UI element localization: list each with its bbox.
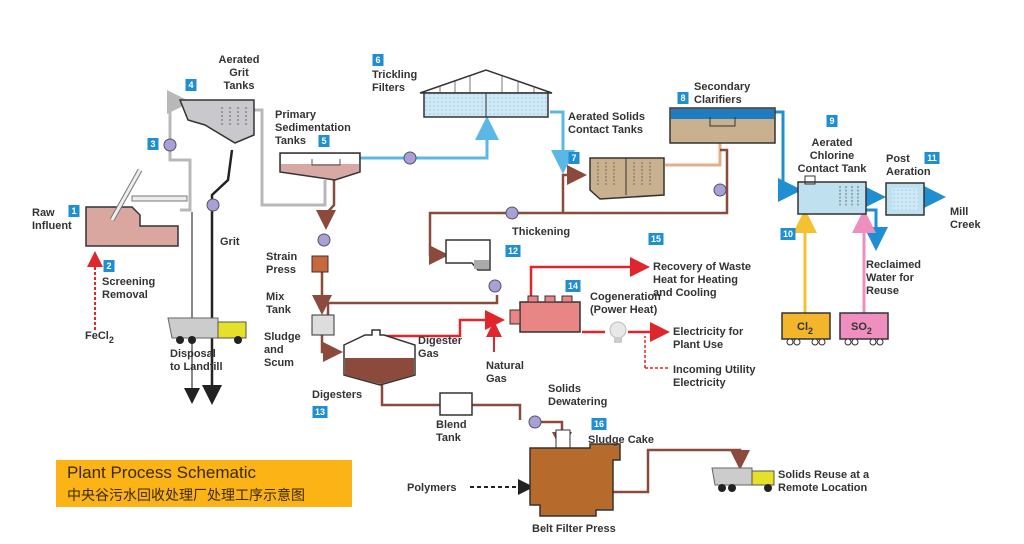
svg-text:14: 14 bbox=[568, 281, 578, 291]
stage-1-badge: 1 bbox=[68, 205, 80, 217]
stage-4-badge: 4 bbox=[185, 79, 197, 91]
svg-text:6: 6 bbox=[375, 55, 380, 65]
primary-sedimentation-tank bbox=[279, 152, 361, 181]
grit-label: Grit bbox=[220, 236, 240, 248]
svg-text:15: 15 bbox=[651, 234, 661, 244]
stage-12-label: Thickening bbox=[512, 226, 570, 238]
svg-text:9: 9 bbox=[829, 116, 834, 126]
title-banner: Plant Process Schematic 中央谷污水回收处理厂处理工序示意… bbox=[56, 460, 352, 507]
stage-14-badge: 14 bbox=[565, 280, 581, 292]
sludge-cake-label: Sludge Cake bbox=[588, 434, 654, 446]
polymers-label: Polymers bbox=[407, 482, 457, 494]
belt-filter-press bbox=[529, 429, 621, 517]
mix-tank bbox=[311, 314, 335, 336]
stage-5-badge: 5 bbox=[318, 135, 330, 147]
svg-text:16: 16 bbox=[594, 419, 604, 429]
digester bbox=[343, 329, 416, 386]
secondary-clarifier bbox=[669, 107, 776, 144]
cogeneration-engine bbox=[509, 295, 581, 333]
stage-13-badge: 13 bbox=[312, 406, 328, 418]
stage-9-badge: 9 bbox=[826, 115, 838, 127]
aerated-solids-contact-tank bbox=[589, 157, 665, 200]
stage-7-badge: 7 bbox=[568, 152, 580, 164]
trickling-filter bbox=[419, 69, 553, 118]
svg-text:2: 2 bbox=[106, 261, 111, 271]
stage-11-badge: 11 bbox=[924, 152, 940, 164]
svg-text:1: 1 bbox=[71, 206, 76, 216]
svg-text:7: 7 bbox=[571, 153, 576, 163]
belt-filter-press-label: Belt Filter Press bbox=[532, 523, 616, 535]
svg-text:4: 4 bbox=[188, 80, 193, 90]
chlorine-contact-tank bbox=[797, 175, 867, 215]
sulfur-dioxide-tank-car bbox=[839, 312, 889, 346]
svg-text:13: 13 bbox=[315, 407, 325, 417]
stage-3-badge: 3 bbox=[147, 138, 159, 150]
so2-label: SO2 bbox=[851, 321, 872, 336]
svg-text:3: 3 bbox=[150, 139, 155, 149]
strain-press bbox=[311, 255, 329, 273]
stage-15-badge: 15 bbox=[648, 233, 664, 245]
flow-lines bbox=[87, 90, 946, 495]
fecl2-label: FeCl2 bbox=[85, 330, 114, 345]
grit-tank bbox=[178, 99, 255, 144]
title-chinese: 中央谷污水回收处理厂处理工序示意图 bbox=[67, 488, 305, 504]
dump-truck-icon bbox=[711, 467, 775, 492]
stage-10-badge: 10 bbox=[780, 228, 796, 240]
blend-tank bbox=[439, 392, 473, 416]
thickener bbox=[445, 239, 491, 271]
stage-14-label: Cogeneration(Power Heat) bbox=[590, 291, 661, 316]
svg-text:5: 5 bbox=[321, 136, 326, 146]
svg-text:12: 12 bbox=[508, 246, 518, 256]
stage-16-badge: 16 bbox=[591, 418, 607, 430]
dump-truck-icon bbox=[167, 317, 247, 344]
post-aeration-tank bbox=[885, 182, 925, 216]
stage-6-badge: 6 bbox=[372, 54, 384, 66]
stage-8-badge: 8 bbox=[677, 92, 689, 104]
pump-icons bbox=[163, 138, 727, 429]
svg-text:11: 11 bbox=[927, 153, 937, 163]
stage-12-badge: 12 bbox=[505, 245, 521, 257]
lightbulb-icon bbox=[609, 321, 627, 343]
stage-2-badge: 2 bbox=[103, 260, 115, 272]
stage-13-label: Digesters bbox=[312, 389, 362, 401]
svg-text:8: 8 bbox=[680, 93, 685, 103]
raw-influent-tank bbox=[85, 168, 188, 247]
svg-text:10: 10 bbox=[783, 229, 793, 239]
title-english: Plant Process Schematic bbox=[67, 463, 256, 482]
chlorine-tank-car bbox=[781, 312, 831, 346]
